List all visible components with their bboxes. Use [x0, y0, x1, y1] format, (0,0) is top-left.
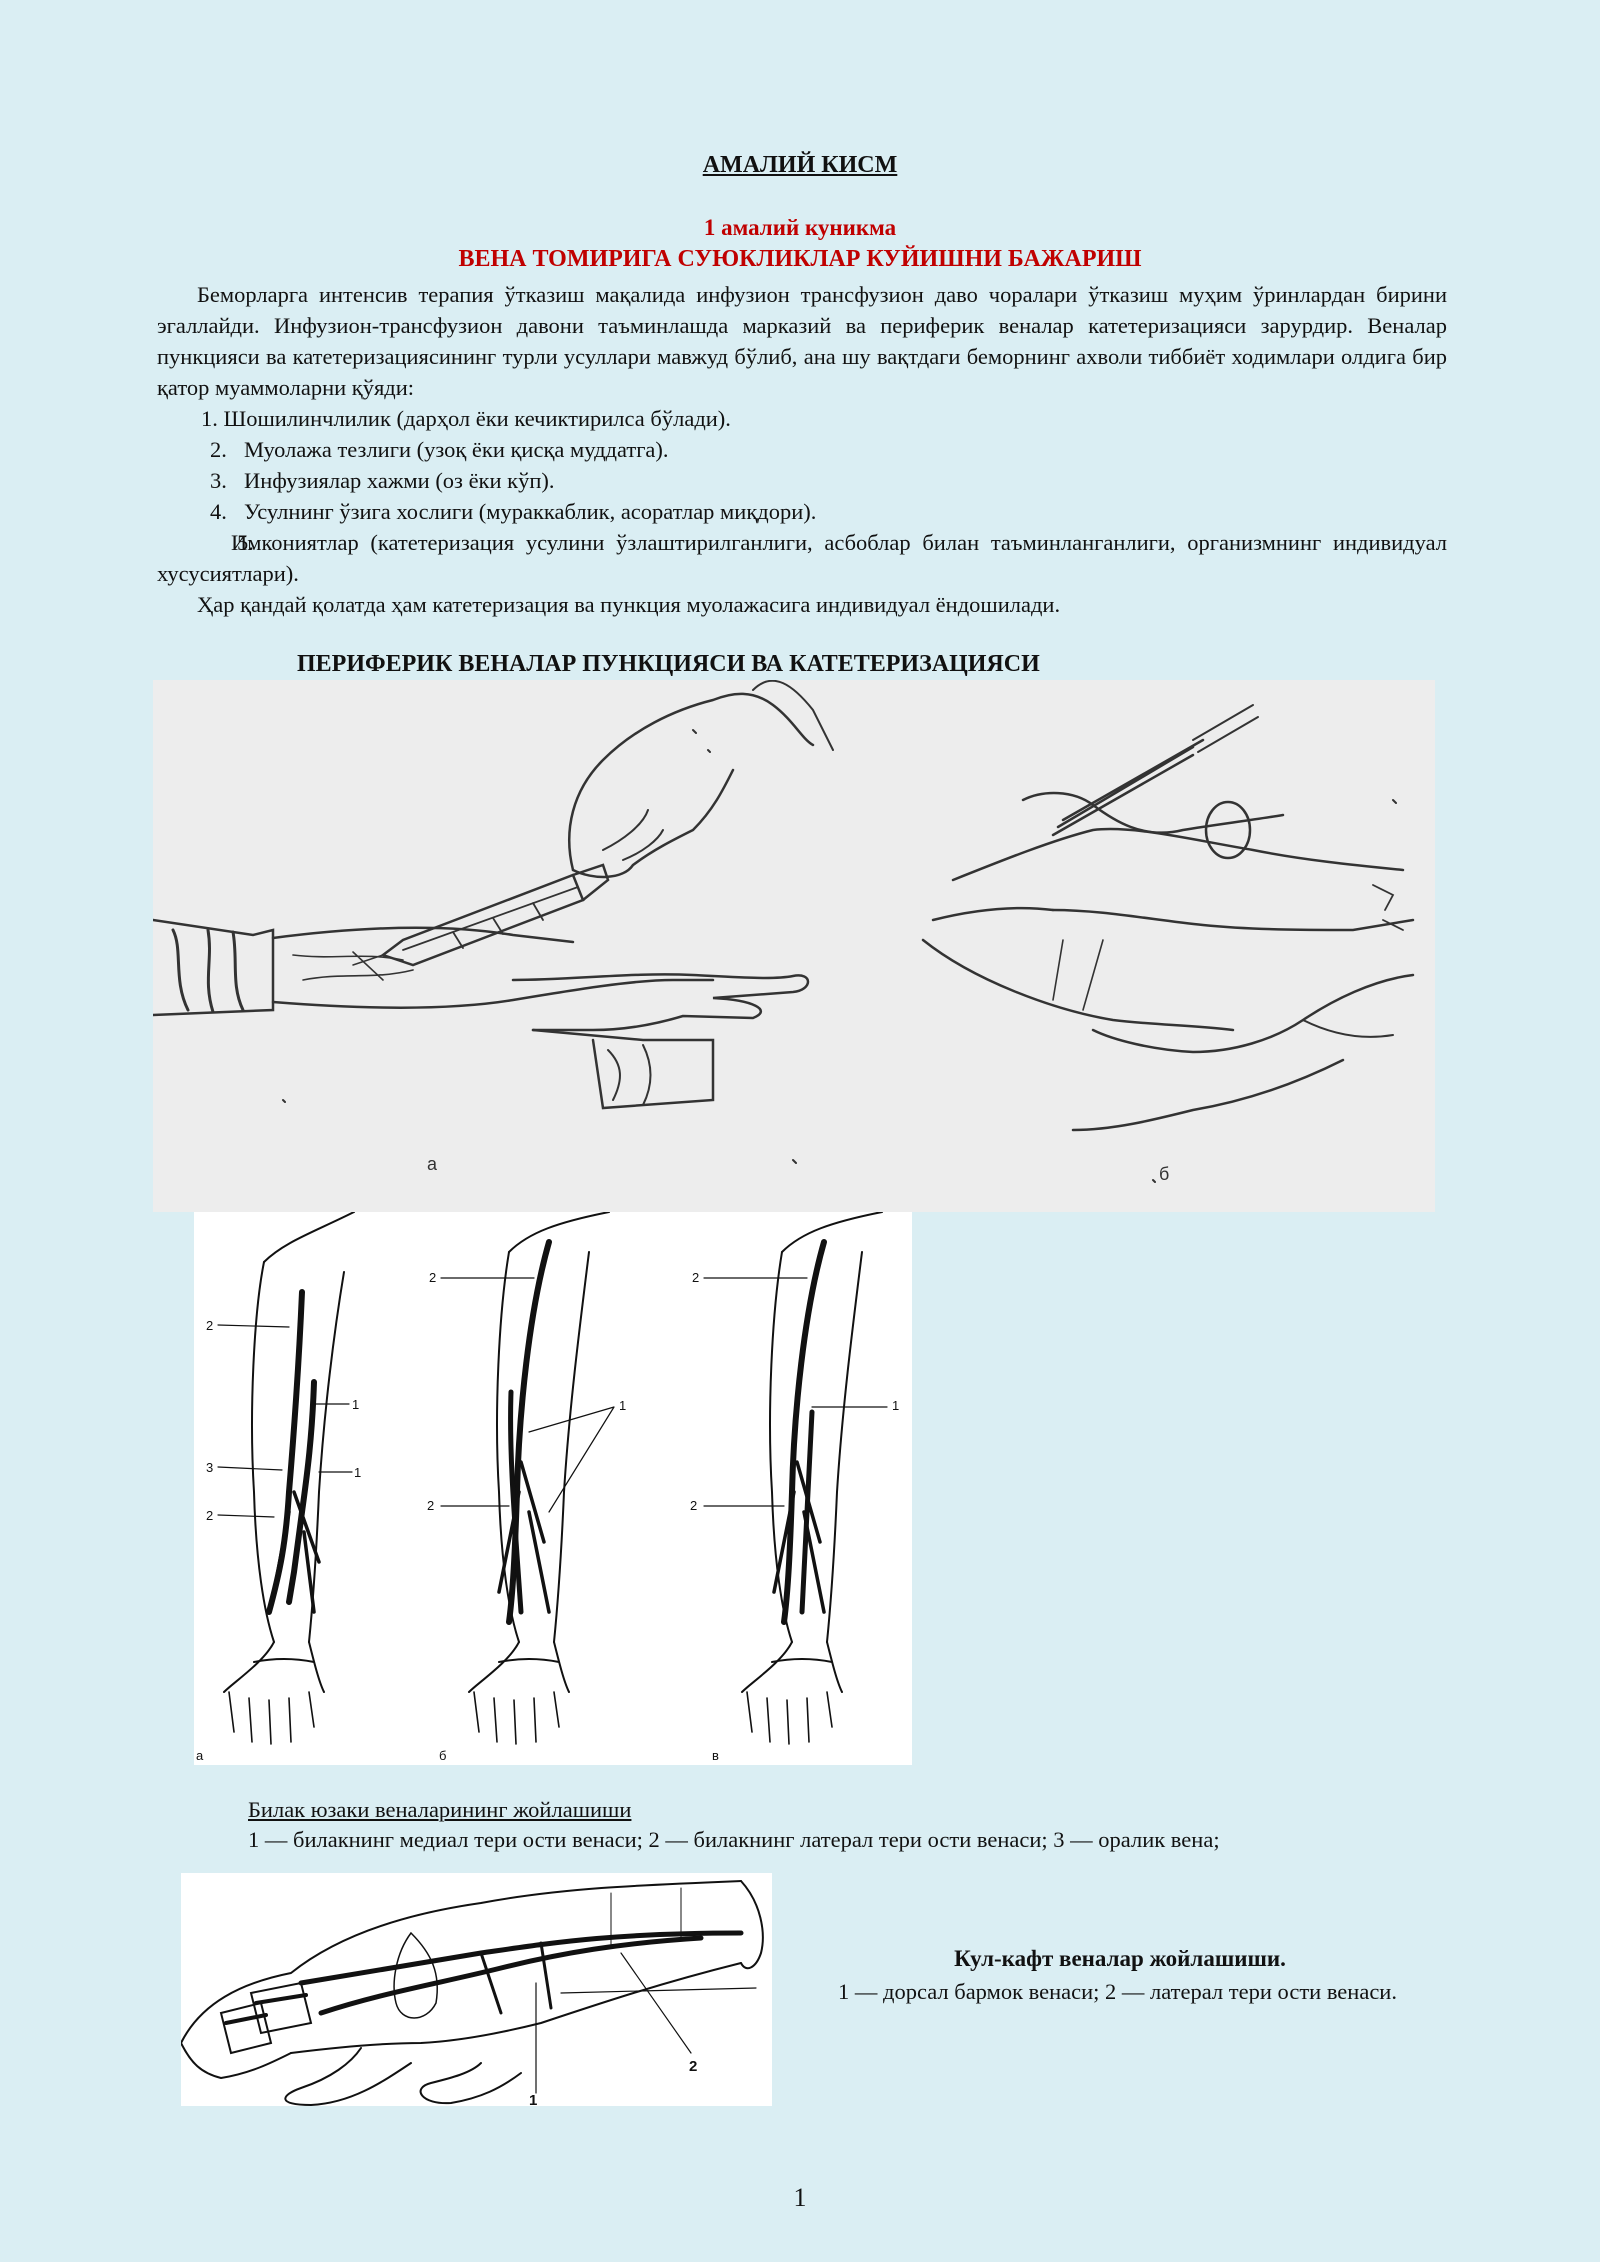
label-2: 2: [689, 2058, 697, 2075]
list-item: 4. Усулнинг ўзига хослиги (мураккаблик, а…: [157, 496, 1447, 527]
list-item: 5.Имкониятлар (катетеризация усулини ўзл…: [157, 527, 1447, 589]
panel-label-a: а: [196, 1748, 204, 1763]
figure3-caption-title: Кул-кафт веналар жойлашиши.: [954, 1946, 1286, 1971]
figure1-label-b: б: [1159, 1164, 1169, 1184]
forearm-panel-c: 2 1 2 в: [690, 1211, 899, 1763]
list-item-number: 2.: [210, 437, 227, 462]
lesson-title: ВЕНА ТОМИРИГА СУЮКЛИКЛАР КУЙИШНИ БАЖАРИШ: [458, 246, 1142, 272]
forearm-panel-b: 2 1 2 б: [427, 1211, 626, 1763]
label-1: 1: [529, 2092, 537, 2106]
label-1: 1: [354, 1465, 361, 1480]
list-item-number: 1.: [201, 406, 218, 431]
figure2-caption-title: Билак юзаки веналарининг жойлашиши: [248, 1797, 632, 1822]
list-item-text: Инфузиялар хажми (оз ёки кўп).: [244, 468, 555, 493]
summary-paragraph: Ҳар қандай қолатда ҳам катетеризация ва …: [197, 592, 1061, 617]
list-item-number: 4.: [210, 499, 227, 524]
list-item: 1. Шошилинчлилик (дарҳол ёки кечиктирилс…: [157, 403, 1447, 434]
intro-paragraph: Беморларга интенсив терапия ўтказиш мақа…: [157, 282, 1447, 400]
forearm-panel-a: 2 1 3 1 2 а: [196, 1211, 361, 1763]
figure3-caption-text: 1 — дорсал бармок венаси; 2 — латерал те…: [838, 1979, 1397, 2004]
page-number: 1: [793, 2183, 807, 2212]
list-item: 2. Муолажа тезлиги (узоқ ёки қисқа муддат…: [157, 434, 1447, 465]
venipuncture-illustration: а б: [151, 679, 1435, 1212]
label-1: 1: [892, 1398, 899, 1413]
label-2: 2: [429, 1270, 436, 1285]
section-title: АМАЛИЙ КИСМ: [702, 152, 898, 178]
hand-veins-diagram: 1 2: [180, 1873, 772, 2109]
list-item-text: Имкониятлар (катетеризация усулини ўзлаш…: [157, 530, 1447, 586]
lesson-number: 1 амалий куникма: [703, 215, 897, 240]
label-2: 2: [206, 1508, 213, 1523]
list-item-number: 3.: [210, 468, 227, 493]
label-3: 3: [206, 1460, 213, 1475]
list-item-text: Муолажа тезлиги (узоқ ёки қисқа муддатга…: [244, 437, 669, 462]
label-2: 2: [427, 1498, 434, 1513]
forearm-veins-diagram: 2 1 3 1 2 а 2 1 2: [194, 1211, 912, 1765]
panel-label-c: в: [712, 1748, 719, 1763]
list-item-text: Шошилинчлилик (дарҳол ёки кечиктирилса б…: [223, 406, 731, 431]
label-2: 2: [692, 1270, 699, 1285]
figure1-label-a: а: [427, 1154, 438, 1174]
list-item-number: 5.: [237, 530, 254, 555]
problem-list: 1. Шошилинчлилик (дарҳол ёки кечиктирилс…: [157, 403, 1447, 589]
label-2: 2: [206, 1318, 213, 1333]
label-1: 1: [619, 1398, 626, 1413]
list-item: 3. Инфузиялар хажми (оз ёки кўп).: [157, 465, 1447, 496]
label-1: 1: [352, 1397, 359, 1412]
list-item-text: Усулнинг ўзига хослиги (мураккаблик, асо…: [244, 499, 817, 524]
subsection-title: ПЕРИФЕРИК ВЕНАЛАР ПУНКЦИЯСИ ВА КАТЕТЕРИЗ…: [297, 651, 1040, 677]
figure2-caption-text: 1 — билакнинг медиал тери ости венаси; 2…: [248, 1827, 1220, 1852]
label-2: 2: [690, 1498, 697, 1513]
panel-label-b: б: [439, 1748, 446, 1763]
